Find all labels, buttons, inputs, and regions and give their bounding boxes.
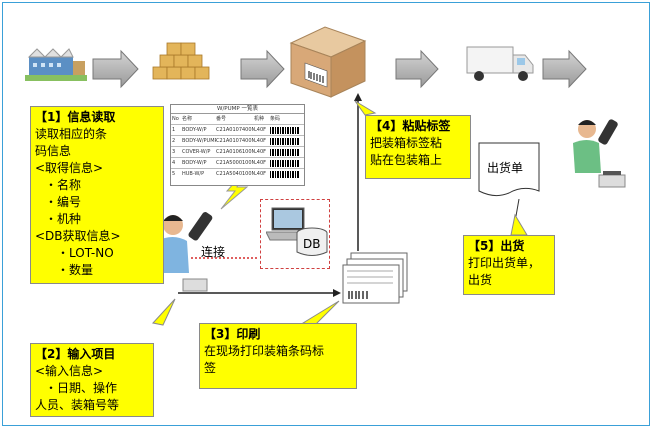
- truck-icon: [466, 46, 534, 81]
- table-row: 5 HUB-W/P C21A5040100N L40F: [171, 169, 304, 179]
- database-icon: [296, 227, 328, 256]
- callout-line: ・名称: [45, 178, 82, 192]
- barcode-cell: [270, 170, 304, 178]
- callout-line: ・编号: [45, 195, 82, 209]
- shipping-slip-icon: [478, 142, 540, 197]
- process-arrow-2: [240, 49, 285, 89]
- callout-line: 码信息: [35, 144, 72, 158]
- label-printer-icon: [342, 252, 408, 304]
- table-cell: BODY-W/P: [182, 127, 207, 133]
- callout-line: 打印出货单，: [468, 256, 541, 270]
- shipping-slip-label: 出货单: [487, 161, 524, 175]
- boxes-icon: [152, 42, 210, 80]
- flow-diagram: DB 连接 W/PUMP 一覧表 No 名称 番号 机种 条码 1 BODY-W…: [2, 2, 650, 426]
- table-cell: C21A5040100N: [216, 171, 254, 177]
- callout-line: <取得信息>: [35, 161, 104, 175]
- table-cell: C21A5000100N: [216, 160, 254, 166]
- server-group: [260, 199, 330, 269]
- callout-line: <DB获取信息>: [35, 229, 121, 243]
- table-cell: 5: [172, 171, 176, 177]
- callout-title: 【1】信息读取: [35, 110, 116, 124]
- table-cell: COVER-W/P: [182, 149, 211, 155]
- callout-pointers: [152, 100, 528, 326]
- package-icon: [289, 26, 367, 98]
- table-row: 2 BODY-W/PUMP C21A0107400N L40F: [171, 136, 304, 147]
- barcode-cell: [270, 137, 304, 145]
- table-cell: C21A0106100N: [216, 149, 254, 155]
- callout-step-1: 【1】信息读取 读取相应的条 码信息 <取得信息> ・名称 ・编号 ・机种 <D…: [30, 106, 164, 284]
- callout-step-4: 【4】粘贴标签 把装箱标签粘 贴在包装箱上: [365, 115, 471, 179]
- table-cell: 2: [172, 138, 176, 144]
- callout-line: 读取相应的条: [35, 127, 108, 141]
- connect-label: 连接: [201, 245, 226, 259]
- callout-title: 【3】印刷: [204, 327, 261, 341]
- table-cell: 3: [172, 149, 176, 155]
- callout-line: 出货: [468, 273, 493, 287]
- callout-line: ・LOT-NO: [57, 246, 114, 260]
- parts-table: W/PUMP 一覧表 No 名称 番号 机种 条码 1 BODY-W/P C21…: [170, 104, 305, 186]
- table-cell: C21A0107400N: [216, 138, 254, 144]
- table-cell: 1: [172, 127, 176, 133]
- callout-step-2: 【2】输入项目 <输入信息> ・日期、操作 人员、装箱号等: [30, 343, 154, 417]
- callout-title: 【4】粘贴标签: [370, 119, 451, 133]
- table-cell: BODY-W/PUMP: [182, 138, 216, 144]
- table-cell: HUB-W/P: [182, 171, 205, 177]
- col-header: No: [172, 116, 179, 122]
- table-row: 3 COVER-W/P C21A0106100N L40F: [171, 147, 304, 158]
- db-label: DB: [303, 237, 321, 251]
- col-header: 名称: [182, 116, 193, 122]
- col-header: 条码: [270, 116, 281, 122]
- barcode-cell: [270, 159, 304, 167]
- callout-line: 在现场打印装箱条码标: [204, 344, 325, 358]
- factory-icon: [25, 48, 87, 81]
- callout-line: 把装箱标签粘: [370, 136, 443, 150]
- table-caption: W/PUMP 一覧表: [171, 105, 304, 114]
- table-cell: L40F: [254, 138, 267, 144]
- callout-line: 人员、装箱号等: [35, 398, 120, 412]
- barcode-cell: [270, 148, 304, 156]
- process-arrow-3: [395, 49, 439, 89]
- callout-title: 【5】出货: [468, 239, 525, 253]
- barcode-label-icon: [304, 62, 328, 88]
- worker-scanner-icon: [157, 212, 213, 292]
- col-header: 番号: [216, 116, 227, 122]
- lightning-icon: [220, 172, 249, 210]
- table-cell: L40F: [254, 127, 267, 133]
- table-cell: L40F: [254, 171, 267, 177]
- worker-scanner-icon: [573, 119, 626, 188]
- callout-line: <输入信息>: [35, 364, 104, 378]
- callout-line: ・数量: [57, 263, 94, 277]
- callout-line: 贴在包装箱上: [370, 153, 443, 167]
- flow-arrows: [92, 49, 587, 297]
- process-arrow-1: [92, 49, 139, 89]
- table-cell: C21A0107400N: [216, 127, 254, 133]
- callout-line: 签: [204, 361, 217, 375]
- callout-line: ・日期、操作: [45, 381, 118, 395]
- callout-line: ・机种: [45, 212, 82, 226]
- callout-step-3: 【3】印刷 在现场打印装箱条码标 签: [199, 323, 357, 389]
- col-header: 机种: [254, 116, 265, 122]
- barcode-cell: [270, 126, 304, 134]
- callout-title: 【2】输入项目: [35, 347, 116, 361]
- callout-step-5: 【5】出货 打印出货单， 出货: [463, 235, 555, 295]
- table-row: 4 BODY-W/P C21A5000100N L40F: [171, 158, 304, 169]
- table-cell: 4: [172, 160, 176, 166]
- table-header: No 名称 番号 机种 条码: [171, 114, 304, 125]
- table-row: 1 BODY-W/P C21A0107400N L40F: [171, 125, 304, 136]
- table-cell: L40F: [254, 149, 267, 155]
- table-cell: L40F: [254, 160, 267, 166]
- table-cell: BODY-W/P: [182, 160, 207, 166]
- process-arrow-4: [542, 49, 587, 89]
